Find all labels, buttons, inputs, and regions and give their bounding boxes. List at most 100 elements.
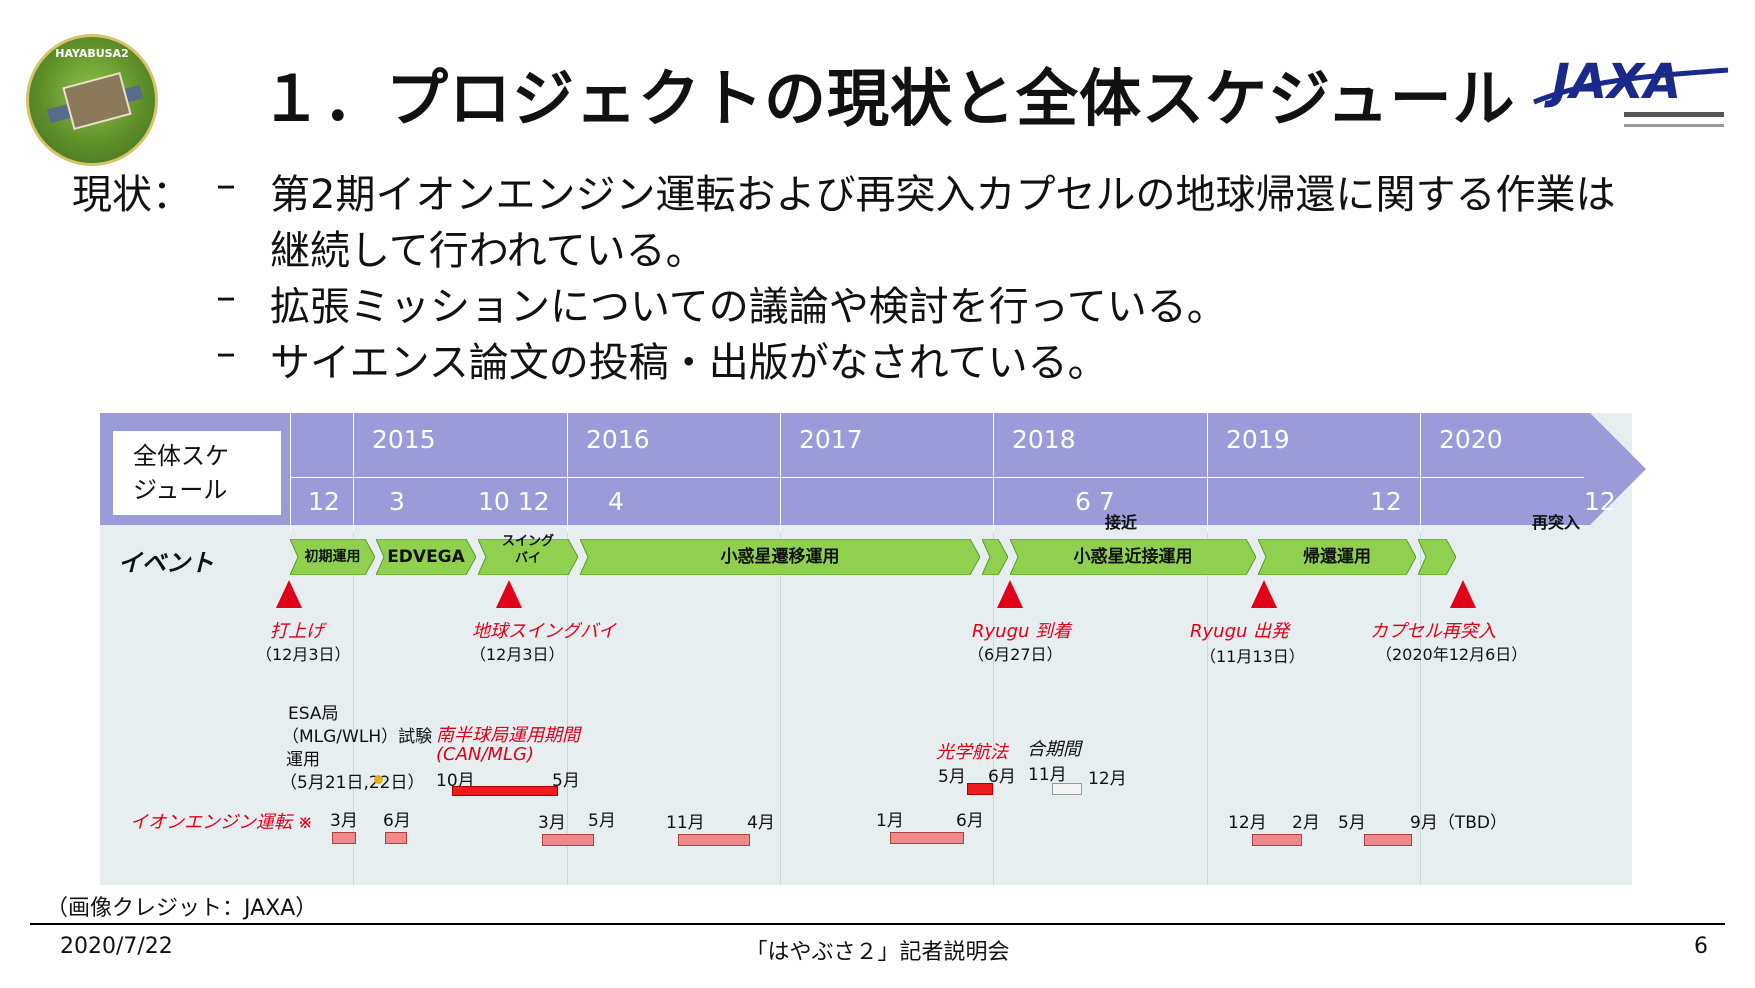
divider: [567, 413, 568, 531]
month-label: 12: [1584, 487, 1616, 516]
phase-label: EDVEGA: [387, 547, 465, 567]
ion-engine-label: イオンエンジン運転 ※: [130, 812, 313, 833]
month-label: 3: [389, 487, 405, 516]
footer-divider: [30, 923, 1725, 925]
event-ryugu-arrival-date: （6月27日）: [968, 645, 1063, 664]
optical-start: 5月: [938, 767, 966, 787]
optical-nav-label: 光学航法: [936, 742, 1008, 763]
schedule-label-box: 全体スケ ジュール: [113, 431, 281, 515]
month-label: 4: [608, 487, 624, 516]
divider: [1207, 413, 1208, 531]
phase-edvega: EDVEGA: [376, 539, 476, 575]
esa-label-4: （5月21日,22日）: [280, 773, 425, 793]
year-label: 2019: [1226, 425, 1290, 454]
ion-engine-bar: [542, 834, 594, 846]
month-label: 12: [308, 487, 340, 516]
esa-label-1: ESA局: [288, 704, 339, 724]
ion-tick: 4月: [747, 813, 775, 833]
departure-marker-icon: [1251, 580, 1277, 608]
slide-title: １．プロジェクトの現状と全体スケジュール: [260, 62, 1516, 135]
ion-engine-bar: [1364, 834, 1412, 846]
conjunction-end: 12月: [1088, 769, 1127, 789]
ion-tick: 5月: [1338, 813, 1366, 833]
bullet-dash-1: –: [216, 162, 236, 208]
image-credit: （画像クレジット：JAXA）: [46, 896, 318, 921]
ion-engine-bar: [1252, 834, 1302, 846]
event-launch: 打上げ: [270, 621, 324, 642]
reentry-label: 再突入: [1532, 513, 1581, 532]
ion-tick: 5月: [588, 811, 616, 831]
phase-asteroid-transfer: 小惑星遷移運用: [580, 539, 980, 575]
phase-label: 小惑星近接運用: [1073, 547, 1193, 567]
event-ryugu-departure: Ryugu 出発: [1190, 621, 1290, 642]
phase-label: スイング: [501, 534, 554, 549]
phase-proximity-operation: 小惑星近接運用: [1010, 539, 1256, 575]
optical-end: 6月: [988, 767, 1016, 787]
southern-end: 5月: [552, 771, 580, 791]
phase-label: バイ: [514, 551, 541, 566]
ion-tick: 6月: [383, 811, 411, 831]
month-label: 6 7: [1075, 487, 1115, 516]
ion-tick: 11月: [666, 813, 705, 833]
year-label: 2015: [372, 425, 436, 454]
mission-logo-text: HAYABUSA2: [55, 47, 129, 60]
bullet-dash-2: –: [216, 274, 236, 320]
footer-event-title: 「はやぶさ２」記者説明会: [745, 940, 1010, 965]
schedule-label-line-2: ジュール: [133, 476, 228, 504]
grid-line: [353, 533, 354, 885]
year-label: 2016: [586, 425, 650, 454]
phase-label: 小惑星遷移運用: [720, 547, 840, 567]
month-label: 10 12: [478, 487, 550, 516]
phase-return-operation: 帰還運用: [1258, 539, 1416, 575]
grid-line: [1420, 533, 1421, 885]
schedule-timeline: 全体スケ ジュール 2015 2016 2017 2018 2019 2020 …: [100, 413, 1646, 885]
schedule-label-line-1: 全体スケ: [133, 442, 229, 470]
grid-line: [993, 533, 994, 885]
swingby-marker-icon: [496, 580, 522, 608]
conjunction-label: 合期間: [1027, 739, 1081, 760]
bullet-1-line-2: 継続して行われている。: [270, 228, 706, 274]
reentry-marker-icon: [1450, 580, 1476, 608]
approach-label: 接近: [1105, 513, 1138, 532]
bullet-2-line-1: 拡張ミッションについての議論や検討を行っている。: [270, 284, 1227, 330]
phase-swingby: スイング バイ: [478, 534, 578, 575]
phase-reentry: [1418, 539, 1456, 575]
ion-tick: 3月: [538, 813, 566, 833]
grid-line: [1207, 533, 1208, 885]
southern-station-label: 南半球局運用期間: [436, 725, 580, 746]
launch-marker-icon: [276, 580, 302, 608]
arrival-marker-icon: [997, 580, 1023, 608]
event-swingby: 地球スイングバイ: [472, 621, 616, 642]
ion-engine-bar: [678, 834, 750, 846]
southern-station-sub: (CAN/MLG): [436, 744, 534, 765]
phase-label: 初期運用: [304, 549, 361, 565]
conjunction-start: 11月: [1028, 765, 1067, 785]
esa-label-2: （MLG/WLH）試験: [282, 727, 433, 747]
divider: [1420, 413, 1421, 531]
year-label: 2020: [1439, 425, 1503, 454]
event-capsule-reentry: カプセル再突入: [1370, 621, 1496, 642]
event-launch-date: （12月3日）: [256, 645, 351, 664]
ion-tick: 2月: [1292, 813, 1320, 833]
divider: [290, 413, 291, 531]
status-label: 現状：: [72, 172, 192, 218]
hayabusa2-mission-logo: HAYABUSA2: [26, 34, 158, 166]
ion-engine-bar: [385, 832, 407, 844]
divider: [290, 477, 1584, 478]
timeline-header-band: [100, 413, 1646, 533]
year-label: 2017: [799, 425, 863, 454]
event-capsule-reentry-date: （2020年12月6日）: [1376, 645, 1528, 664]
page-number: 6: [1694, 934, 1708, 959]
ion-tick: 1月: [876, 811, 904, 831]
jaxa-logo-text: JAXA: [1544, 54, 1681, 110]
phase-approach: [982, 539, 1008, 575]
month-label: 12: [1370, 487, 1402, 516]
grid-line: [780, 533, 781, 885]
phase-label: 帰還運用: [1303, 547, 1371, 567]
ion-engine-bar: [332, 832, 356, 844]
event-row-label: イベント: [118, 549, 214, 577]
divider: [780, 413, 781, 531]
ion-tick: 9月（TBD）: [1410, 813, 1507, 833]
divider: [353, 413, 354, 531]
ion-engine-bar: [890, 832, 964, 844]
